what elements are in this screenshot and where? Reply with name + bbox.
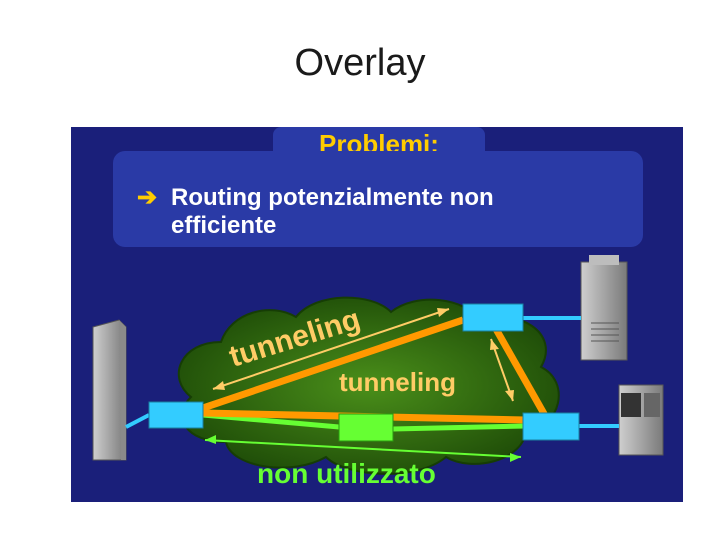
router-unused [339, 414, 393, 441]
tunneling-straight-label: tunneling [339, 367, 456, 397]
building-right-top-icon [581, 255, 627, 360]
page-title: Overlay [0, 42, 720, 85]
router-left [149, 402, 203, 428]
slide-image: Problemi: ➔ Routing potenzialmente non e… [71, 127, 683, 502]
bullet-arrow-icon: ➔ [137, 184, 157, 211]
bullet-panel: ➔ Routing potenzialmente non efficiente [113, 151, 643, 247]
bullet-line-1: Routing potenzialmente non [171, 184, 494, 211]
router-bottom-right [523, 413, 579, 440]
router-top-right [463, 304, 523, 331]
unused-label: non utilizzato [257, 458, 436, 489]
bullet-line-2: efficiente [171, 212, 276, 239]
building-right-bottom-icon [619, 385, 663, 455]
overlay-diagram: Problemi: ➔ Routing potenzialmente non e… [71, 127, 683, 502]
building-left-icon [93, 320, 126, 460]
